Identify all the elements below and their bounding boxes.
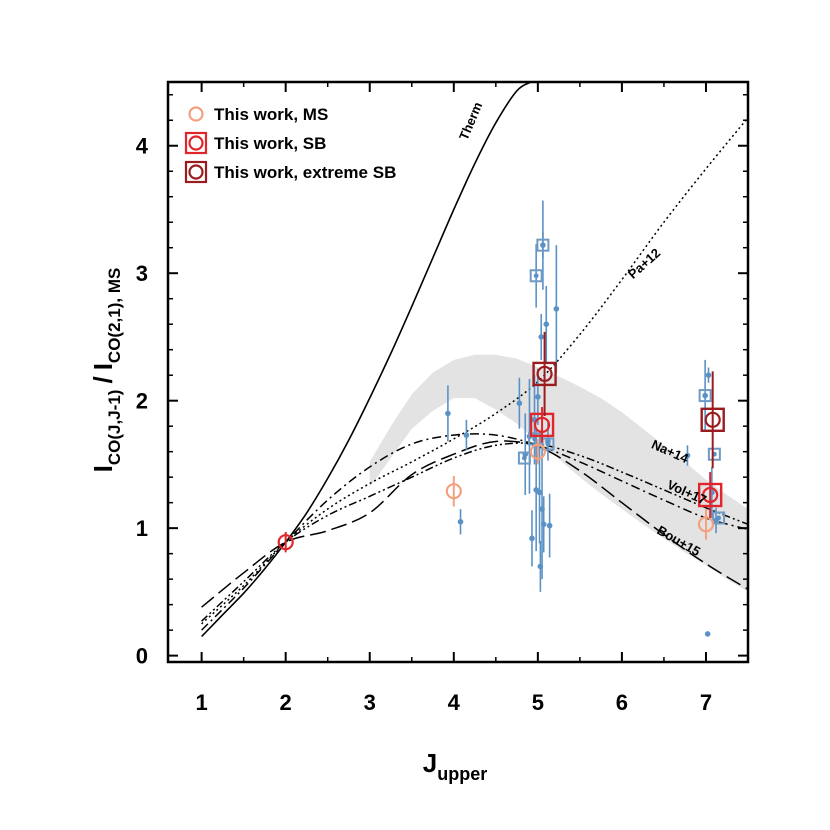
legend-label-1: This work, SB [214,134,326,153]
x-tick-label-3: 3 [364,690,376,715]
literature-square-dot-4 [545,441,551,447]
x-tick-label-2: 2 [280,690,292,715]
y-tick-label-4: 4 [136,134,149,159]
literature-points [445,200,726,637]
literature-point-12 [538,334,545,340]
x-axis-title-sub: upper [437,764,487,784]
literature-point-24 [704,631,711,637]
literature-square-6 [707,447,721,461]
model-curve-na-14 [201,433,748,631]
this-work-point-ms-3 [697,516,715,533]
literature-point-15 [540,521,547,528]
literature-square-dot-5 [702,393,708,398]
y-tick-label-3: 3 [136,261,148,286]
literature-point-16 [543,321,550,327]
this-work-point-extreme-sb-7 [704,411,721,428]
literature-point-0 [445,410,451,417]
this-work-point-ms-2 [529,443,546,460]
y-axis-title-sub1: CO(J,J-1) [105,390,124,466]
model-label-therm: Therm [456,100,485,142]
x-tick-label-1: 1 [195,690,207,715]
x-tick-label-4: 4 [448,690,461,715]
legend-marker-2 [188,164,204,180]
literature-point-2 [463,432,470,438]
legend: This work, MS This work, SB This work, ext… [184,105,396,184]
model-curves [201,82,748,638]
model-curve-therm [201,82,532,638]
plot-frame [166,80,750,664]
this-work-square-sb-4 [529,412,555,438]
literature-square-4 [541,437,555,451]
literature-point-1 [457,518,464,525]
this-work-point-sb-4 [533,416,551,434]
literature-square-dot-2 [522,455,527,461]
legend-marker-1 [188,135,204,151]
model-label-pa-12: Pa+12 [625,245,663,282]
x-axis-title: Jupper [423,748,487,784]
x-tick-label-7: 7 [700,690,712,715]
model-curve-bou-15 [201,440,748,608]
literature-point-19 [553,306,560,312]
literature-point-10 [536,489,543,496]
this-work-square-extreme-sb-7 [700,407,725,433]
this-work-point-ms-0 [277,534,294,551]
y-axis-title: ICO(J,J-1)/ICO(2,1), MS [88,268,124,473]
literature-square-dot-1 [540,242,546,248]
legend-marker-0 [188,106,204,122]
literature-point-3 [516,400,523,407]
this-work-square-extreme-sb-6 [532,361,557,387]
y-axis-title-main2: I [88,363,118,370]
this-work-point-extreme-sb-6 [536,365,553,383]
literature-point-20 [684,452,691,459]
literature-point-6 [529,535,535,542]
y-tick-label-0: 0 [136,644,148,669]
x-tick-label-6: 6 [616,690,628,715]
literature-square-1 [536,238,550,252]
axis-titles: Jupper ICO(J,J-1)/ICO(2,1), MS [88,268,487,784]
this-work-square-sb-5 [697,482,723,508]
literature-square-dot-3 [532,436,537,442]
model-curve-vol-17 [201,442,748,622]
y-tick-label-1: 1 [136,516,148,541]
model-curve-pa-12 [201,117,748,625]
legend-square-1 [184,131,208,155]
x-tick-label-5: 5 [532,690,544,715]
shaded-band-area [369,354,748,592]
literature-square-dot-7 [716,515,721,521]
legend-square-2 [184,160,208,184]
y-tick-label-2: 2 [136,389,148,414]
literature-point-18 [546,522,553,529]
y-axis-title-sub2: CO(2,1), MS [105,268,124,363]
y-axis-title-sep: / [88,376,118,383]
y-axis-title-main: I [88,465,118,472]
literature-point-22 [705,372,712,378]
literature-square-7 [712,511,726,525]
shaded-model-band [369,354,748,592]
literature-square-2 [517,451,531,465]
literature-square-0 [529,269,543,283]
this-work-point-ms-1 [445,483,462,500]
literature-square-dot-0 [533,273,539,279]
this-work-points [277,331,725,553]
this-work-point-sb-5 [702,486,719,504]
literature-square-5 [698,389,712,403]
literature-point-9 [535,394,541,400]
legend-label-0: This work, MS [214,105,328,124]
legend-label-2: This work, extreme SB [214,163,396,182]
x-axis-title-main: J [423,748,437,778]
